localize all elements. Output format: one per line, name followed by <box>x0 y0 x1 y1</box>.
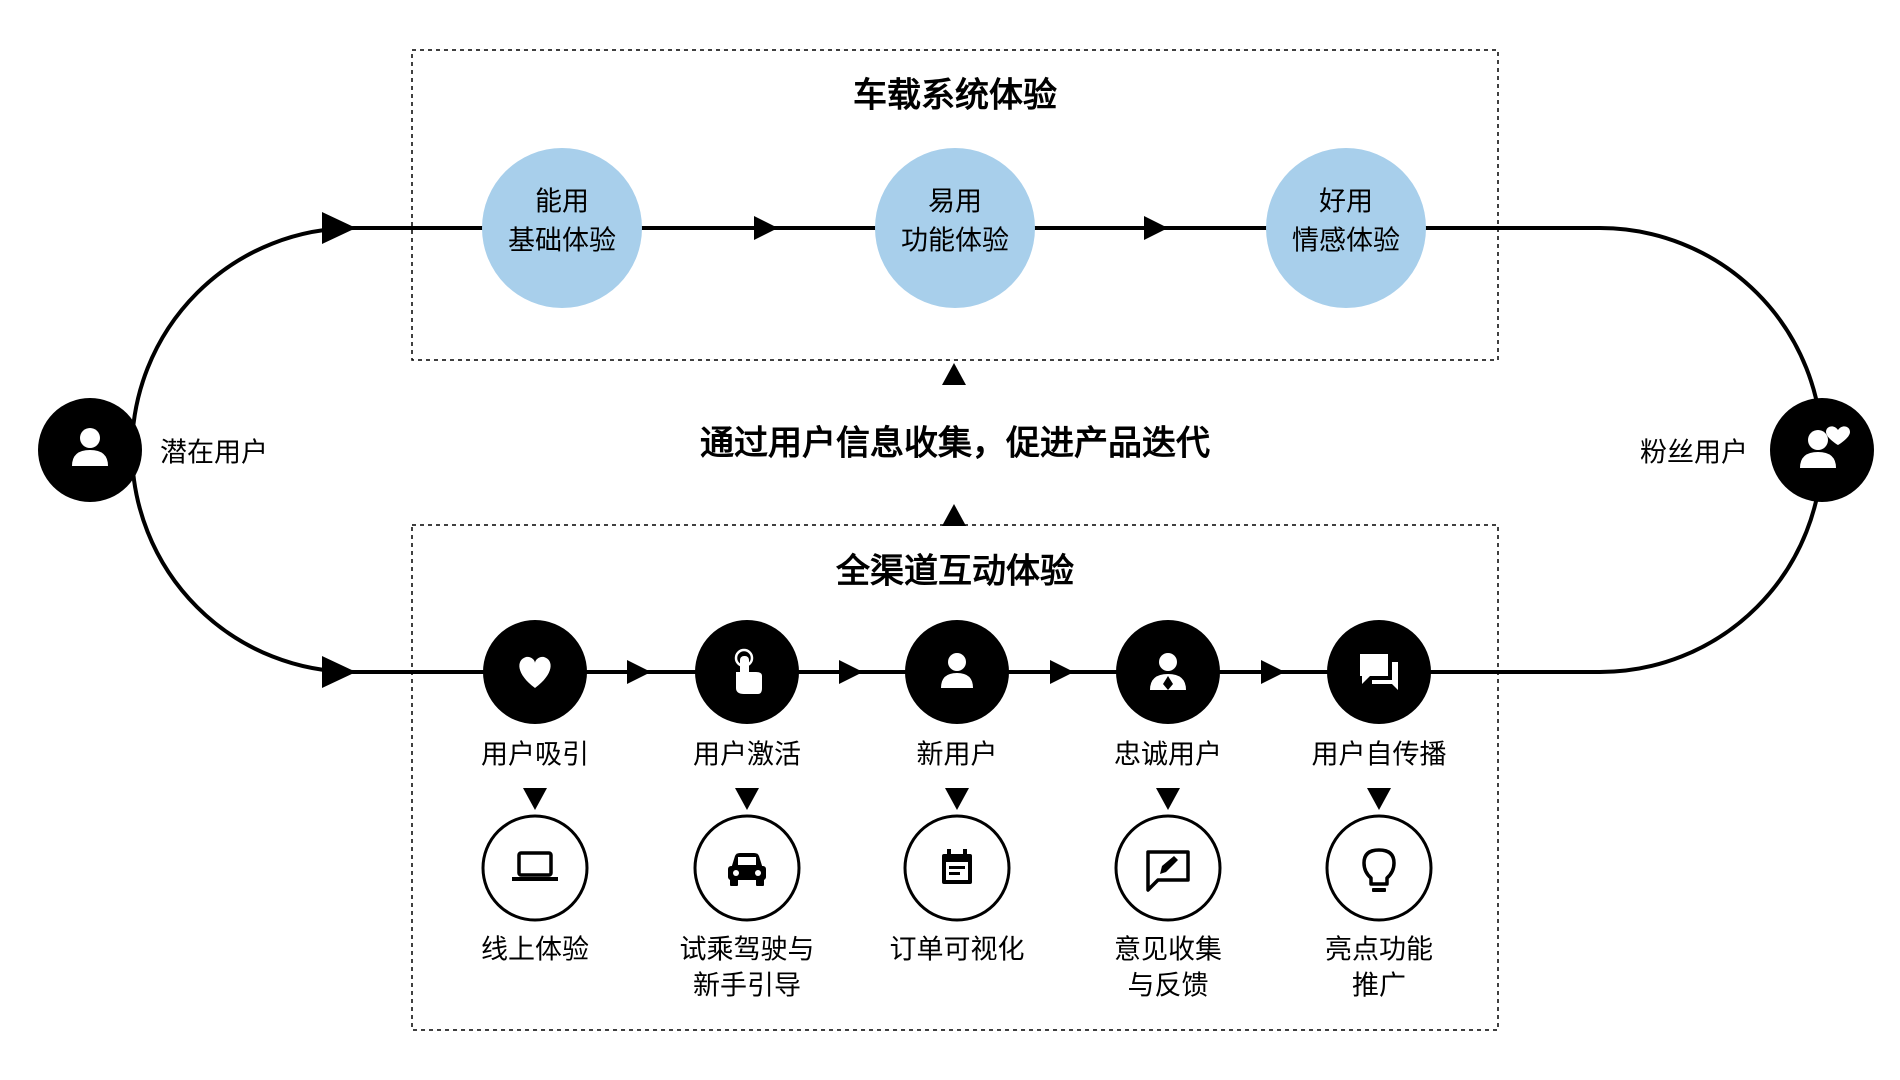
stage-label: 新用户 <box>917 740 998 771</box>
stage-circle <box>1266 148 1426 308</box>
loop-arrow-top-left <box>322 212 356 244</box>
center-up-arrow-top <box>942 363 966 385</box>
sub-label-line1: 试乘驾驶与 <box>680 935 815 966</box>
sub-label-line2: 推广 <box>1352 971 1406 1002</box>
loop-arrow-bottom-left <box>322 656 356 688</box>
chat-icon <box>1360 654 1398 690</box>
bottom-arrow-1 <box>627 660 651 684</box>
top-section-title: 车载系统体验 <box>853 76 1057 116</box>
top-stage-2: 易用 功能体验 <box>875 148 1035 308</box>
bottom-stage-2: 用户激活 试乘驾驶与 新手引导 <box>680 620 815 1002</box>
loop-path <box>130 226 1824 674</box>
stage-line2: 功能体验 <box>901 226 1009 257</box>
car-icon <box>728 853 766 886</box>
top-stage-1: 能用 基础体验 <box>482 148 642 308</box>
sub-label-line1: 线上体验 <box>481 935 589 966</box>
bottom-arrow-4 <box>1261 660 1285 684</box>
stage-label: 用户自传播 <box>1312 740 1447 771</box>
sub-label-line2: 新手引导 <box>693 971 801 1002</box>
stage-icon-circle <box>1116 620 1220 724</box>
stage-circle <box>482 148 642 308</box>
stage-circle <box>875 148 1035 308</box>
down-arrow <box>945 788 969 810</box>
bottom-stage-5: 用户自传播 亮点功能 推广 <box>1312 620 1447 1002</box>
top-stage-3: 好用 情感体验 <box>1266 148 1426 308</box>
fan-user-label: 粉丝用户 <box>1640 438 1748 469</box>
stage-line1: 能用 <box>535 187 589 218</box>
touch-icon <box>734 648 762 694</box>
left-node <box>38 398 142 502</box>
sub-icon-circle <box>481 814 589 922</box>
heart-icon <box>519 656 551 688</box>
stage-line2: 基础体验 <box>508 226 616 257</box>
sub-icon-circle <box>1325 814 1433 922</box>
sub-label-line1: 意见收集 <box>1114 935 1222 966</box>
center-up-arrow-bottom <box>942 504 966 526</box>
top-arrow-1 <box>754 216 778 240</box>
stage-label: 用户吸引 <box>481 740 589 771</box>
bottom-stage-4: 忠诚用户 意见收集 与反馈 <box>1114 620 1222 1002</box>
bottom-stage-3: 新用户 订单可视化 <box>890 620 1025 966</box>
stage-line2: 情感体验 <box>1292 226 1400 257</box>
bottom-section-title: 全渠道互动体验 <box>835 552 1074 592</box>
person-icon <box>941 653 973 688</box>
sub-label-line2: 与反馈 <box>1128 971 1209 1002</box>
sub-label-line1: 亮点功能 <box>1325 935 1433 966</box>
center-caption: 通过用户信息收集，促进产品迭代 <box>700 424 1210 464</box>
bottom-arrow-3 <box>1050 660 1074 684</box>
badge-person-icon <box>1150 653 1186 690</box>
right-node <box>1770 398 1874 502</box>
stage-label: 用户激活 <box>693 740 801 771</box>
lightbulb-icon <box>1362 848 1396 892</box>
potential-user-label: 潜在用户 <box>160 438 268 469</box>
down-arrow <box>523 788 547 810</box>
stage-label: 忠诚用户 <box>1114 740 1222 771</box>
stage-line1: 易用 <box>928 187 982 218</box>
top-arrow-2 <box>1144 216 1168 240</box>
bottom-stage-1: 用户吸引 线上体验 <box>481 620 589 966</box>
fan-user-circle <box>1770 398 1874 502</box>
person-icon <box>72 428 108 466</box>
laptop-icon <box>512 851 558 881</box>
person-heart-icon <box>1800 426 1850 468</box>
stage-line1: 好用 <box>1319 187 1373 218</box>
down-arrow <box>1156 788 1180 810</box>
stage-icon-circle <box>905 620 1009 724</box>
calendar-icon <box>942 849 972 884</box>
bottom-section-box <box>411 524 1499 1031</box>
bottom-arrow-2 <box>839 660 863 684</box>
sub-label-line1: 订单可视化 <box>890 935 1025 966</box>
down-arrow <box>1367 788 1391 810</box>
down-arrow <box>735 788 759 810</box>
feedback-icon <box>1146 850 1190 892</box>
top-section-box <box>411 49 1499 361</box>
